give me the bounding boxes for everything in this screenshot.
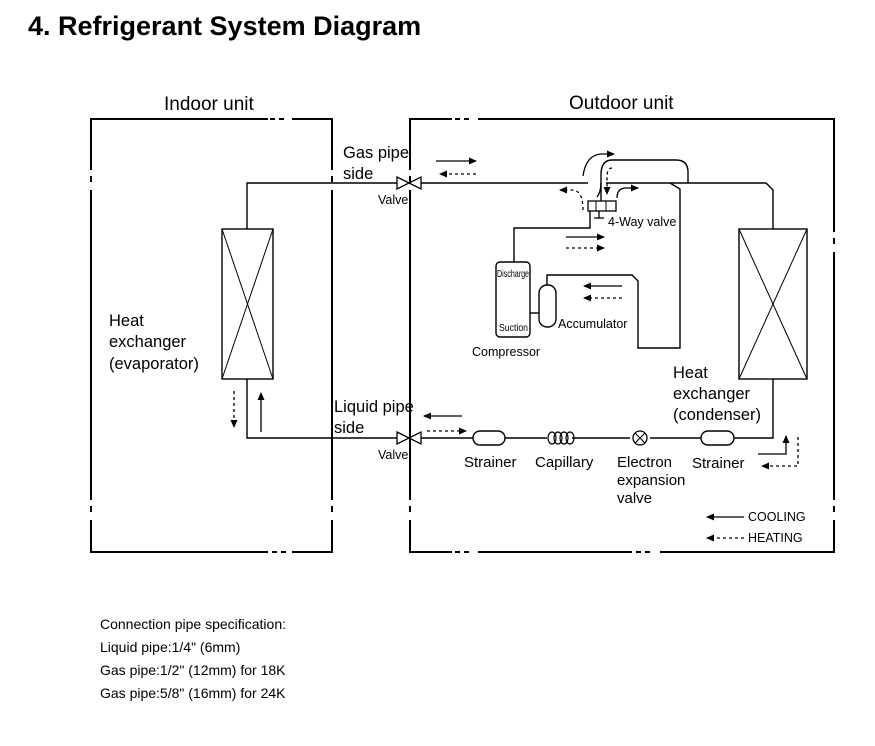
- compressor-icon: [495, 261, 531, 338]
- liquid-valve-icon: [396, 430, 422, 446]
- gas-pipe-side-label: side: [343, 165, 373, 183]
- gas-valve-label: Valve: [378, 193, 408, 207]
- outdoor-hx-arrows: [758, 435, 799, 470]
- gas-pipe-label: Gas pipe: [343, 144, 409, 162]
- outdoor-hx-label-1: Heat: [673, 364, 708, 382]
- liquid-valve-label: Valve: [378, 448, 408, 462]
- strainer-1-icon: [472, 430, 506, 446]
- liquid-pipe-side-label: side: [334, 419, 364, 437]
- eev-label-3: valve: [617, 490, 652, 507]
- spec-line-liquid: Liquid pipe:1/4" (6mm): [100, 639, 240, 655]
- indoor-heat-exchanger-icon: [221, 228, 274, 380]
- capillary-label: Capillary: [535, 454, 594, 471]
- gas-valve-icon: [396, 175, 422, 191]
- strainer-2-icon: [700, 430, 735, 446]
- gas-pipe-line: [246, 182, 774, 229]
- outdoor-hx-label-3: (condenser): [673, 406, 761, 424]
- gas-side-arrows: [436, 157, 477, 178]
- liquid-side-arrows: [423, 412, 467, 435]
- liquid-pipe-label: Liquid pipe: [334, 398, 414, 416]
- electron-expansion-valve-icon: [632, 430, 648, 446]
- four-way-valve-icon: [587, 200, 617, 219]
- indoor-unit-box: [89, 117, 334, 554]
- spec-heading: Connection pipe specification:: [100, 616, 286, 632]
- spec-line-gas-18k: Gas pipe:1/2" (12mm) for 18K: [100, 662, 286, 678]
- accumulator-label: Accumulator: [558, 317, 627, 331]
- indoor-hx-arrows: [230, 391, 265, 432]
- eev-label-2: expansion: [617, 472, 685, 489]
- indoor-hx-label-2: exchanger: [109, 333, 187, 351]
- eev-label-1: Electron: [617, 454, 672, 471]
- strainer-2-label: Strainer: [692, 455, 745, 472]
- accumulator-return-arrows: [583, 282, 622, 302]
- pipe-spec: Connection pipe specification: Liquid pi…: [100, 616, 286, 701]
- liquid-pipe-line: [246, 379, 774, 439]
- compressor-piping: [513, 159, 689, 349]
- compressor-label: Compressor: [472, 345, 540, 359]
- four-way-valve-label: 4-Way valve: [608, 215, 676, 229]
- capillary-icon: [547, 431, 575, 445]
- indoor-hx-label-1: Heat: [109, 312, 144, 330]
- legend-heating-label: HEATING: [748, 531, 803, 545]
- indoor-unit-label: Indoor unit: [164, 94, 255, 115]
- accumulator-icon: [530, 284, 557, 328]
- indoor-hx-label-3: (evaporator): [109, 355, 199, 373]
- spec-line-gas-24k: Gas pipe:5/8" (16mm) for 24K: [100, 685, 286, 701]
- compressor-discharge-arrows: [566, 233, 605, 252]
- legend-cooling-label: COOLING: [748, 510, 806, 524]
- outdoor-unit-label: Outdoor unit: [569, 93, 674, 114]
- page-title: 4. Refrigerant System Diagram: [28, 11, 421, 41]
- suction-label: Suction: [499, 323, 528, 334]
- strainer-1-label: Strainer: [464, 454, 517, 471]
- outdoor-hx-label-2: exchanger: [673, 385, 751, 403]
- legend: COOLING HEATING: [706, 510, 806, 545]
- outdoor-unit-box: [408, 117, 836, 554]
- discharge-label: Discharge: [497, 269, 529, 280]
- four-way-valve-arrows: [559, 150, 639, 211]
- outdoor-heat-exchanger-icon: [738, 228, 808, 380]
